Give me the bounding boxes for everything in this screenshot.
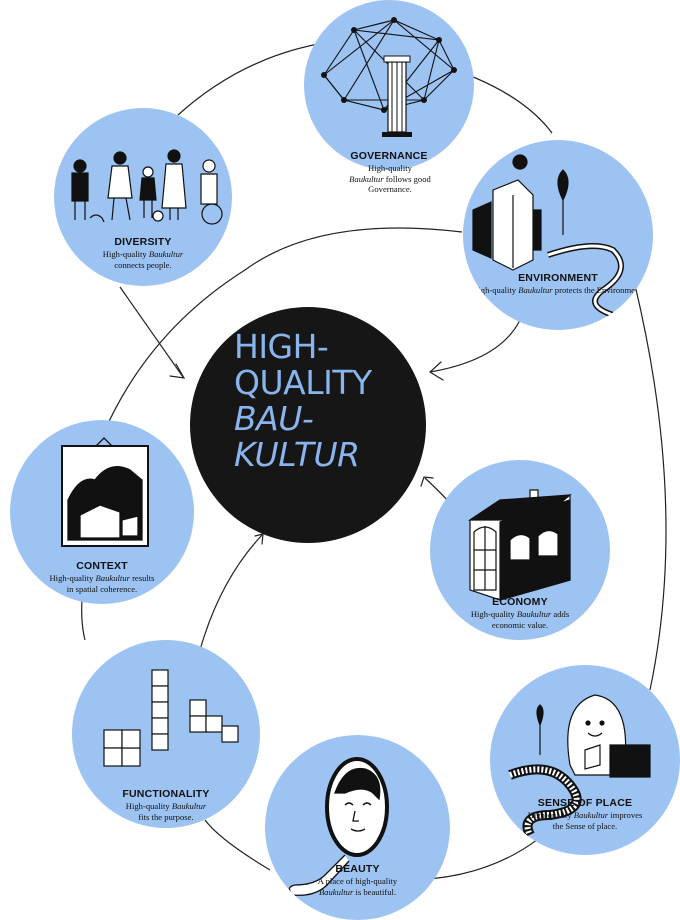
sense-of-place-desc-em: Baukultur — [573, 810, 609, 820]
governance-title: GOVERNANCE — [350, 150, 428, 162]
governance-desc: High-quality Baukultur follows good Gove… — [340, 163, 440, 195]
context-desc-em: Baukultur — [95, 573, 130, 583]
center-line-4: KULTUR — [234, 435, 360, 474]
node-functionality: FUNCTIONALITY High-quality Baukultur fit… — [72, 640, 260, 828]
node-environment: ENVIRONMENT High-quality Baukultur prote… — [463, 140, 653, 330]
context-desc-pre: High-quality — [49, 573, 96, 583]
functionality-desc-post: fits the purpose. — [138, 811, 194, 822]
sense-of-place-desc-pre: High-quality — [527, 810, 574, 820]
factory-building-icon — [468, 489, 572, 601]
environment-desc-post: protects the Environment. — [552, 285, 644, 295]
functionality-title: FUNCTIONALITY — [122, 788, 210, 800]
diversity-desc: High-quality Baukultur connects people. — [54, 249, 232, 270]
center-circle: HIGH- QUALITY BAU- KULTUR — [190, 307, 426, 543]
people-group-icon — [71, 149, 223, 225]
context-title: CONTEXT — [76, 560, 128, 572]
landscape-ghost-icon — [508, 694, 651, 838]
environment-desc: High-quality Baukultur protects the Envi… — [463, 285, 653, 296]
node-beauty: BEAUTY A place of high-quality Baukultur… — [265, 735, 450, 920]
diversity-desc-pre: High-quality — [102, 249, 149, 259]
economy-desc-pre: High-quality — [470, 609, 517, 619]
functionality-desc: High-quality Baukultur fits the purpose. — [72, 801, 260, 822]
beauty-desc-post: is beautiful. — [353, 886, 397, 897]
economy-desc-em: Baukultur — [516, 609, 552, 619]
node-governance: GOVERNANCE — [304, 0, 474, 170]
governance-desc-em: Baukultur — [349, 173, 384, 184]
environment-desc-pre: High-quality — [472, 285, 519, 295]
sense-of-place-title: SENSE OF PLACE — [537, 797, 633, 809]
node-diversity: DIVERSITY High-quality Baukultur connect… — [54, 108, 232, 286]
governance-desc-post: follows good Governance. — [368, 173, 431, 195]
beauty-desc-pre: A place of high-quality — [317, 876, 398, 886]
functionality-desc-pre: High-quality — [125, 801, 172, 811]
diversity-desc-em: Baukultur — [148, 249, 184, 259]
center-title: HIGH- QUALITY BAU- KULTUR — [234, 329, 372, 473]
governance-desc-pre: High-quality — [368, 163, 412, 173]
center-line-1: HIGH- — [234, 327, 329, 366]
economy-title: ECONOMY — [492, 596, 548, 608]
framed-landscape-icon — [61, 437, 149, 547]
functionality-desc-em: Baukultur — [171, 801, 207, 811]
node-sense-of-place: SENSE OF PLACE High-quality Baukultur im… — [490, 665, 680, 855]
buildings-nature-icon — [472, 154, 624, 318]
beauty-desc: A place of high-quality Baukultur is bea… — [265, 876, 450, 897]
network-tower-icon — [321, 17, 457, 137]
center-line-3: BAU- — [234, 399, 314, 438]
stacked-cubes-icon — [103, 669, 239, 767]
environment-title: ENVIRONMENT — [518, 272, 598, 284]
economy-desc-post: economic value. — [491, 619, 549, 630]
environment-desc-em: Baukultur — [518, 285, 553, 295]
center-line-2: QUALITY — [234, 363, 372, 402]
diversity-desc-post: connects people. — [114, 259, 172, 270]
beauty-desc-em: Baukultur — [318, 886, 354, 897]
context-desc-post: in spatial coherence. — [66, 583, 138, 594]
diversity-title: DIVERSITY — [114, 236, 172, 248]
beauty-title: BEAUTY — [335, 863, 380, 875]
hand-mirror-icon — [288, 757, 389, 896]
sense-of-place-desc-post: the Sense of place. — [552, 820, 618, 831]
